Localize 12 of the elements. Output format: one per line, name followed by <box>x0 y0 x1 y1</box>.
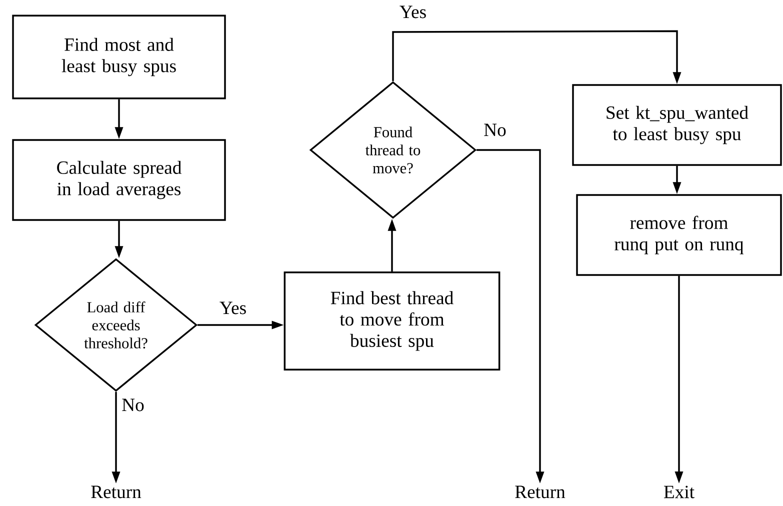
process-box: Find best thread to move from busiest spu <box>284 271 500 371</box>
process-box: remove from runq put on runq <box>576 194 782 276</box>
process-box: Set kt_spu_wanted to least busy spu <box>572 84 782 166</box>
edge-label: Yes <box>218 300 248 316</box>
terminal-label: Return <box>91 486 142 498</box>
process-box: Calculate spread in load averages <box>12 139 226 221</box>
terminal-label: Return <box>515 486 566 498</box>
terminal-label: Exit <box>664 486 694 498</box>
edge-label: No <box>120 397 146 413</box>
edge-label: No <box>482 122 508 138</box>
process-box: Find most and least busy spus <box>12 14 226 100</box>
edge-label: Yes <box>398 4 428 20</box>
